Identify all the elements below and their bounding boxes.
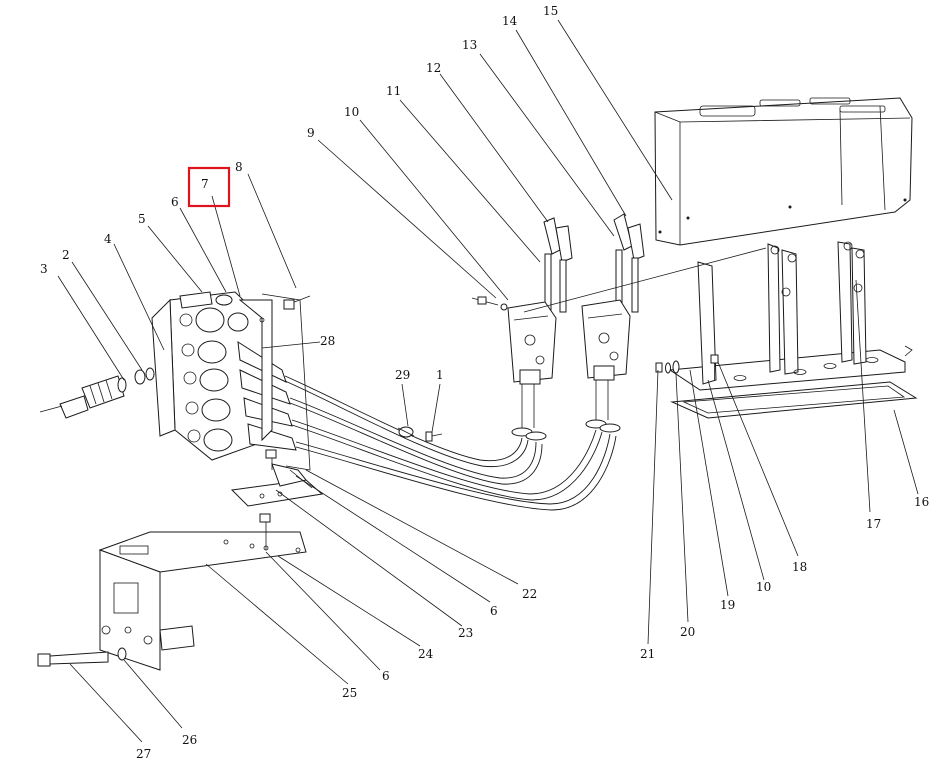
valve-block [151,291,297,461]
callout-25: 25 [342,686,357,700]
callout-8: 8 [235,160,243,174]
bolt-8 [283,295,311,310]
callout-16: 16 [914,495,929,509]
callout-10: 10 [344,105,359,119]
callout-13: 13 [462,38,477,52]
callout-14: 14 [502,14,518,28]
control-cables [284,375,617,511]
fasteners-right [655,354,719,380]
callout-29: 29 [395,368,410,382]
callout-12: 12 [426,61,441,75]
mounting-frame [668,241,913,391]
callout-5: 5 [138,212,146,226]
callout-26: 26 [182,733,197,747]
callout-3: 3 [40,262,48,276]
callout-15: 15 [543,4,558,18]
callout-7: 7 [201,177,209,191]
control-handle-right [581,213,645,433]
callout-22: 22 [522,587,537,601]
callout-9: 9 [307,126,315,140]
callout-11: 11 [386,84,401,98]
clamp-29 [397,426,415,438]
alignment-line [523,247,767,313]
callout-23: 23 [458,626,473,640]
gasket [670,381,918,419]
callout-19: 19 [720,598,735,612]
callout-10b: 10 [756,580,771,594]
callout-20: 20 [680,625,695,639]
callout-1: 1 [436,368,444,382]
long-bolt-27 [37,647,127,667]
callout-24: 24 [418,647,434,661]
callout-6b: 6 [490,604,498,618]
leader-lines [57,19,919,743]
console-cover [654,97,913,246]
callout-6c: 6 [382,669,390,683]
support-plate [98,513,307,671]
callout-28: 28 [320,334,335,348]
callout-2: 2 [62,248,70,262]
callout-7-highlight-box [187,166,231,208]
callout-labels: 3 2 4 5 6 7 8 9 10 11 12 13 14 15 28 29 … [40,4,929,761]
callout-18: 18 [792,560,807,574]
callout-6: 6 [171,195,179,209]
callout-4: 4 [104,232,112,246]
callout-21: 21 [640,647,655,661]
callout-27: 27 [136,747,151,761]
control-handle-left [507,217,573,441]
bolt-9 [471,296,508,311]
hydraulic-fitting [39,367,155,419]
callout-17: 17 [866,517,881,531]
bolt-1 [425,431,443,442]
